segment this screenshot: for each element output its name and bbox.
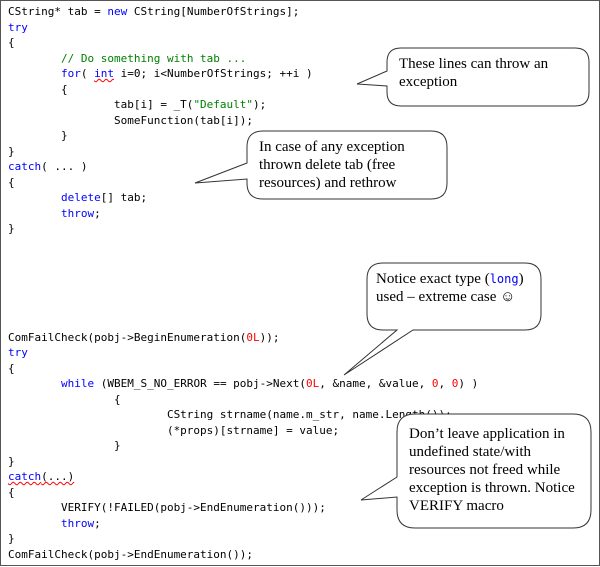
code-line: delete[] tab; xyxy=(8,190,478,206)
code-line: for( int i=0; i<NumberOfStrings; ++i ) xyxy=(8,66,478,82)
callout-exact-type-code: long xyxy=(489,272,519,286)
code-token: ( xyxy=(80,67,95,80)
code-token: new xyxy=(107,5,128,18)
callout-bubble-throw-lines xyxy=(356,47,590,107)
code-token: } xyxy=(8,222,15,235)
callout-bubble-exact-type xyxy=(343,262,542,376)
code-line: { xyxy=(8,392,478,408)
code-token: (*props)[strname] = value; xyxy=(8,423,340,437)
code-line: } xyxy=(8,438,478,454)
code-token: ( ... ) xyxy=(41,160,88,173)
code-token: try xyxy=(8,346,28,359)
code-token: , &name, &value, xyxy=(319,377,432,390)
code-token: CString* tab = xyxy=(8,5,108,18)
code-token: (...) xyxy=(41,470,75,483)
callout-verify-macro-text: Don’t leave application in undefined sta… xyxy=(409,426,575,514)
code-line: try xyxy=(8,20,478,36)
code-token: { xyxy=(8,36,15,49)
code-token: { xyxy=(8,485,15,499)
code-token: while xyxy=(60,377,95,390)
code-line: { xyxy=(8,35,478,51)
code-line: tab[i] = _T("Default"); xyxy=(8,97,478,113)
code-line: ComFailCheck(pobj->BeginEnumeration(0L))… xyxy=(8,330,478,346)
code-line: VERIFY(!FAILED(pobj->EndEnumeration())); xyxy=(8,500,478,516)
callout-catch-rethrow-text: In case of any exception thrown delete t… xyxy=(259,139,405,191)
code-token: ); xyxy=(253,98,267,111)
code-token: "Default" xyxy=(193,98,254,111)
code-token: // Do something with tab ... xyxy=(60,51,247,65)
code-line: { xyxy=(8,361,478,377)
code-line: throw; xyxy=(8,516,478,532)
code-line: { xyxy=(8,485,478,501)
code-token: } xyxy=(8,439,121,452)
callout-bubble-catch-rethrow xyxy=(194,130,448,200)
code-line: // Do something with tab ... xyxy=(8,51,478,67)
code-token: } xyxy=(8,144,15,158)
code-token: { xyxy=(8,361,15,375)
code-line: catch(...) xyxy=(8,469,478,485)
code-token: catch xyxy=(8,160,42,173)
callout-exact-type-text-after: ) used – extreme case ☺ xyxy=(376,271,524,305)
code-line: } xyxy=(8,454,478,470)
code-line: (*props)[strname] = value; xyxy=(8,423,478,439)
code-token: int xyxy=(94,67,114,80)
code-token: } xyxy=(8,129,68,142)
code-token: throw xyxy=(60,206,95,220)
code-line: } xyxy=(8,531,478,547)
code-line: throw; xyxy=(8,206,478,222)
code-line: ComFailCheck(pobj->EndEnumeration()); xyxy=(8,547,478,563)
code-token: SomeFunction(tab[i]); xyxy=(8,113,254,127)
code-token: VERIFY(!FAILED(pobj->EndEnumeration())); xyxy=(8,501,326,514)
code-line: try xyxy=(8,345,478,361)
code-token: ) ) xyxy=(458,377,479,390)
code-token: , xyxy=(438,377,452,390)
callout-catch-rethrow: In case of any exception thrown delete t… xyxy=(259,138,441,192)
code-token: { xyxy=(8,82,68,96)
code-line: { xyxy=(8,175,478,191)
code-token: )); xyxy=(259,330,280,344)
code-token: } xyxy=(8,454,15,468)
code-token: for xyxy=(60,67,81,80)
code-listing: CString* tab = new CString[NumberOfStrin… xyxy=(8,4,478,562)
code-token: { xyxy=(8,175,15,189)
code-line: CString* tab = new CString[NumberOfStrin… xyxy=(8,4,478,20)
callout-throw-lines-text: These lines can throw an exception xyxy=(399,56,549,90)
code-token: 0L xyxy=(246,330,260,344)
code-token: ComFailCheck(pobj->BeginEnumeration( xyxy=(8,330,247,344)
code-token: i=0; i<NumberOfStrings; ++i ) xyxy=(113,67,313,80)
code-token: (WBEM_S_NO_ERROR == pobj->Next( xyxy=(94,377,307,390)
code-line: } xyxy=(8,221,478,237)
code-token: delete xyxy=(60,191,101,204)
code-line: while (WBEM_S_NO_ERROR == pobj->Next(0L,… xyxy=(8,376,478,392)
code-token: tab[i] = _T( xyxy=(8,98,194,111)
code-token: { xyxy=(8,392,121,406)
code-line: } xyxy=(8,128,478,144)
code-token: } xyxy=(8,532,15,545)
code-token: ComFailCheck(pobj->EndEnumeration()); xyxy=(8,547,254,561)
code-token: ; xyxy=(94,516,101,530)
code-token: ; xyxy=(94,206,101,220)
code-token: try xyxy=(8,20,28,34)
code-line: SomeFunction(tab[i]); xyxy=(8,113,478,129)
code-token: 0L xyxy=(306,377,320,390)
code-token: catch xyxy=(8,470,42,483)
callout-exact-type: Notice exact type (long) used – extreme … xyxy=(376,270,536,306)
code-token: 0 xyxy=(451,377,459,390)
callout-verify-macro: Don’t leave application in undefined sta… xyxy=(409,425,589,515)
callout-throw-lines: These lines can throw an exception xyxy=(399,55,581,91)
code-line: { xyxy=(8,82,478,98)
code-token: CString[NumberOfStrings]; xyxy=(127,5,300,18)
code-token: throw xyxy=(60,516,95,530)
callout-bubble-verify-macro xyxy=(360,413,592,529)
code-line: catch( ... ) xyxy=(8,159,478,175)
code-token: 0 xyxy=(431,377,439,390)
code-token: [] tab; xyxy=(100,191,148,204)
code-line: } xyxy=(8,144,478,160)
callout-exact-type-text-before: Notice exact type ( xyxy=(376,271,490,287)
